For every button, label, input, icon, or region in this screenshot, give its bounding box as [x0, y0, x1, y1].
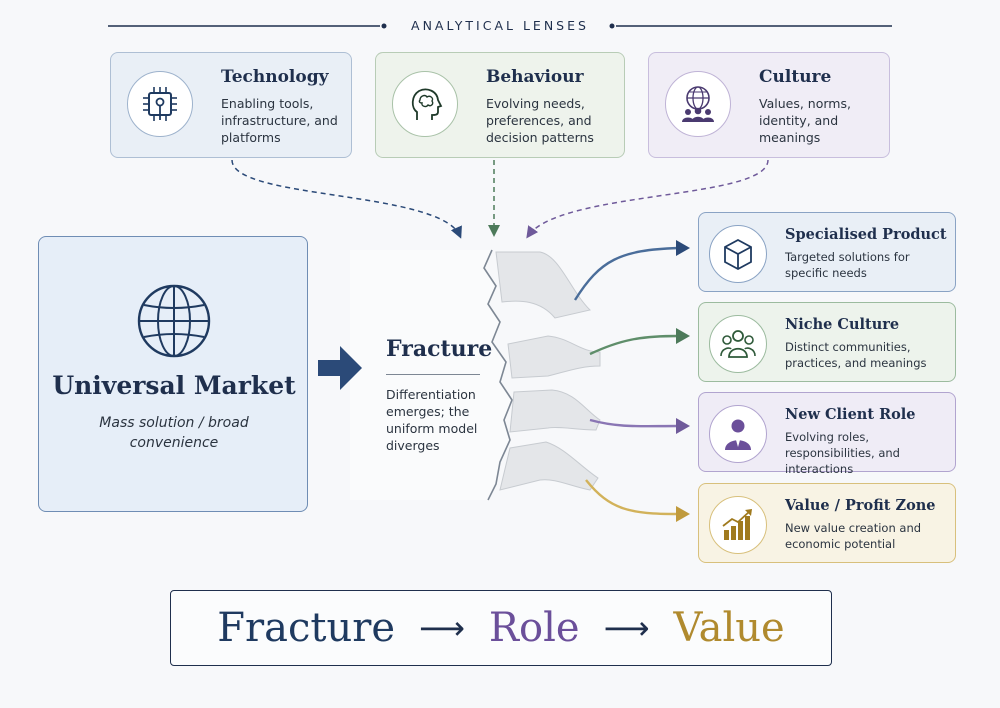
market-title: Universal Market [52, 371, 296, 400]
outcome-desc: Targeted solutions for specific needs [785, 250, 910, 280]
chip-icon [127, 71, 193, 137]
globe-people-icon [665, 71, 731, 137]
growth-chart-icon [709, 496, 767, 554]
outcome-card-new-client-role: New Client Role Evolving roles, responsi… [698, 392, 956, 476]
lens-card-culture: Culture Values, norms, identity, and mea… [648, 52, 890, 158]
lens-title: Culture [759, 67, 832, 87]
lens-title: Technology [221, 67, 329, 87]
culture-connector [526, 159, 769, 239]
lens-desc: Values, norms, identity, and meanings [759, 96, 851, 145]
flow-arrow-icon: ⟶ [419, 609, 465, 647]
brain-head-icon [392, 71, 458, 137]
arrow-client [589, 418, 679, 428]
shard-3 [509, 389, 601, 433]
arrow-value [585, 479, 679, 516]
outcome-title: New Client Role [785, 406, 916, 423]
arrow-niche [589, 334, 679, 356]
flow-step-role: Role [488, 605, 580, 651]
outcome-title: Specialised Product [785, 226, 947, 243]
outcome-card-specialised-product: Specialised Product Targeted solutions f… [698, 212, 956, 292]
arrow-specialised [573, 246, 679, 301]
outcome-card-value-profit-zone: Value / Profit Zone New value creation a… [698, 483, 956, 563]
market-to-fracture-arrow [318, 346, 362, 390]
globe-icon [134, 281, 214, 365]
fracture-desc: Differentiation emerges; the uniform mod… [386, 387, 478, 453]
outcome-title: Niche Culture [785, 316, 900, 333]
flow-step-fracture: Fracture [217, 605, 396, 651]
fracture-divider [386, 374, 480, 375]
shard-2 [507, 335, 601, 379]
lens-card-technology: Technology Enabling tools, infrastructur… [110, 52, 352, 158]
tech-connector [231, 159, 462, 239]
shard-4 [499, 441, 599, 491]
lens-desc: Enabling tools, infrastructure, and plat… [221, 96, 338, 145]
fracture-title: Fracture [386, 336, 493, 362]
universal-market-card: Universal Market Mass solution / broad c… [38, 236, 308, 512]
group-icon [709, 315, 767, 373]
section-title: ANALYTICAL LENSES [411, 18, 589, 33]
shard-1 [495, 251, 591, 319]
flow-arrow-icon: ⟶ [603, 609, 650, 647]
flow-step-value: Value [673, 605, 785, 651]
fracture-crack [483, 249, 513, 501]
cube-icon [709, 225, 767, 283]
outcome-title: Value / Profit Zone [785, 497, 936, 514]
outcome-desc: New value creation and economic potentia… [785, 521, 922, 551]
client-icon [709, 405, 767, 463]
lens-card-behaviour: Behaviour Evolving needs, preferences, a… [375, 52, 625, 158]
market-subtitle: Mass solution / broad convenience [99, 415, 249, 451]
fracture-panel [350, 250, 512, 500]
outcome-card-niche-culture: Niche Culture Distinct communities, prac… [698, 302, 956, 382]
lens-desc: Evolving needs, preferences, and decisio… [486, 96, 594, 145]
lens-title: Behaviour [486, 67, 584, 87]
outcome-desc: Evolving roles, responsibilities, and in… [785, 430, 900, 476]
outcome-desc: Distinct communities, practices, and mea… [785, 340, 927, 370]
flow-summary: Fracture ⟶ Role ⟶ Value [170, 590, 832, 666]
